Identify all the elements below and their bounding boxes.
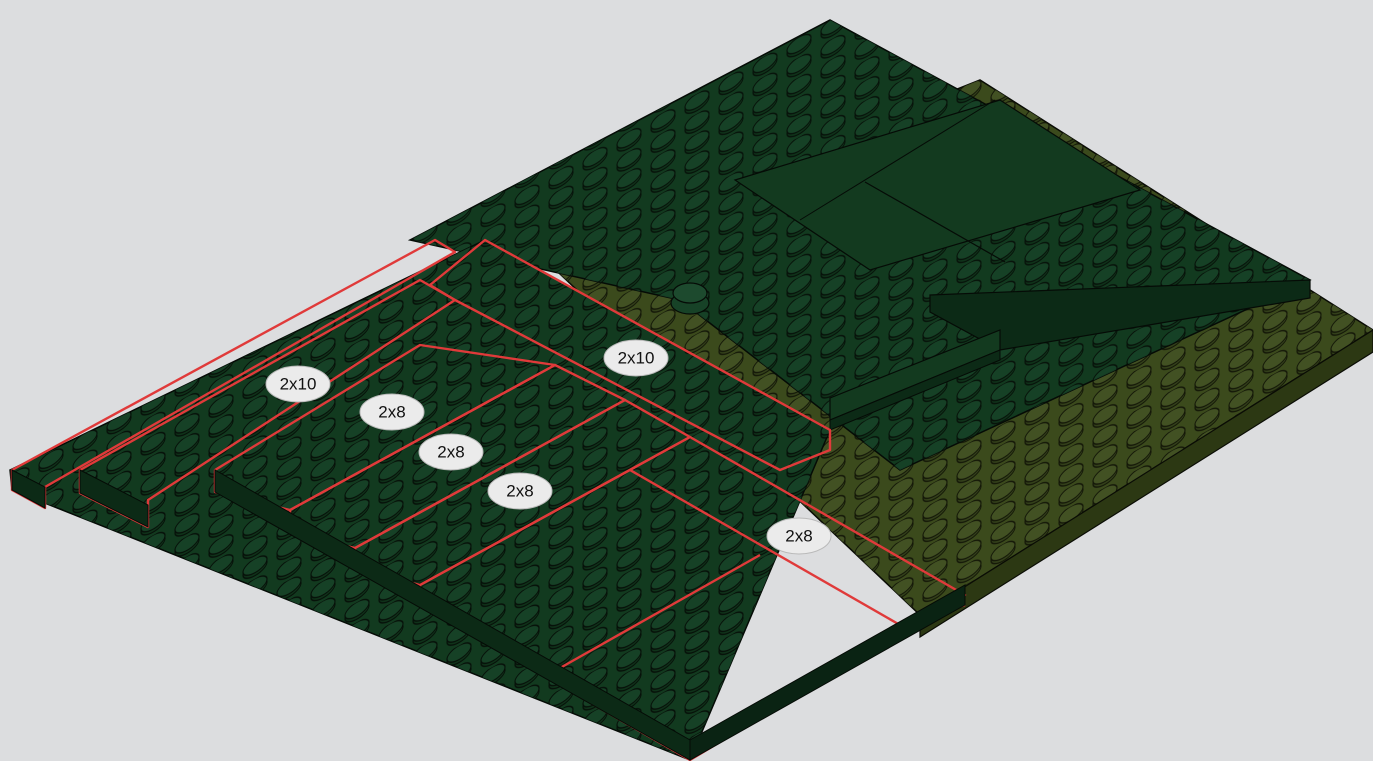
- svg-text:2x8: 2x8: [437, 442, 464, 461]
- svg-text:2x10: 2x10: [280, 374, 317, 393]
- label-plate-2x8-d: 2x8: [767, 518, 831, 554]
- svg-text:2x8: 2x8: [506, 481, 533, 500]
- label-plate-2x10-left: 2x10: [266, 366, 330, 402]
- svg-text:2x8: 2x8: [378, 402, 405, 421]
- svg-text:2x10: 2x10: [618, 348, 655, 367]
- label-plate-2x8-a: 2x8: [360, 394, 424, 430]
- label-plate-2x8-c: 2x8: [488, 473, 552, 509]
- svg-text:2x8: 2x8: [785, 526, 812, 545]
- label-plate-2x10-right: 2x10: [604, 340, 668, 376]
- label-plate-2x8-b: 2x8: [419, 434, 483, 470]
